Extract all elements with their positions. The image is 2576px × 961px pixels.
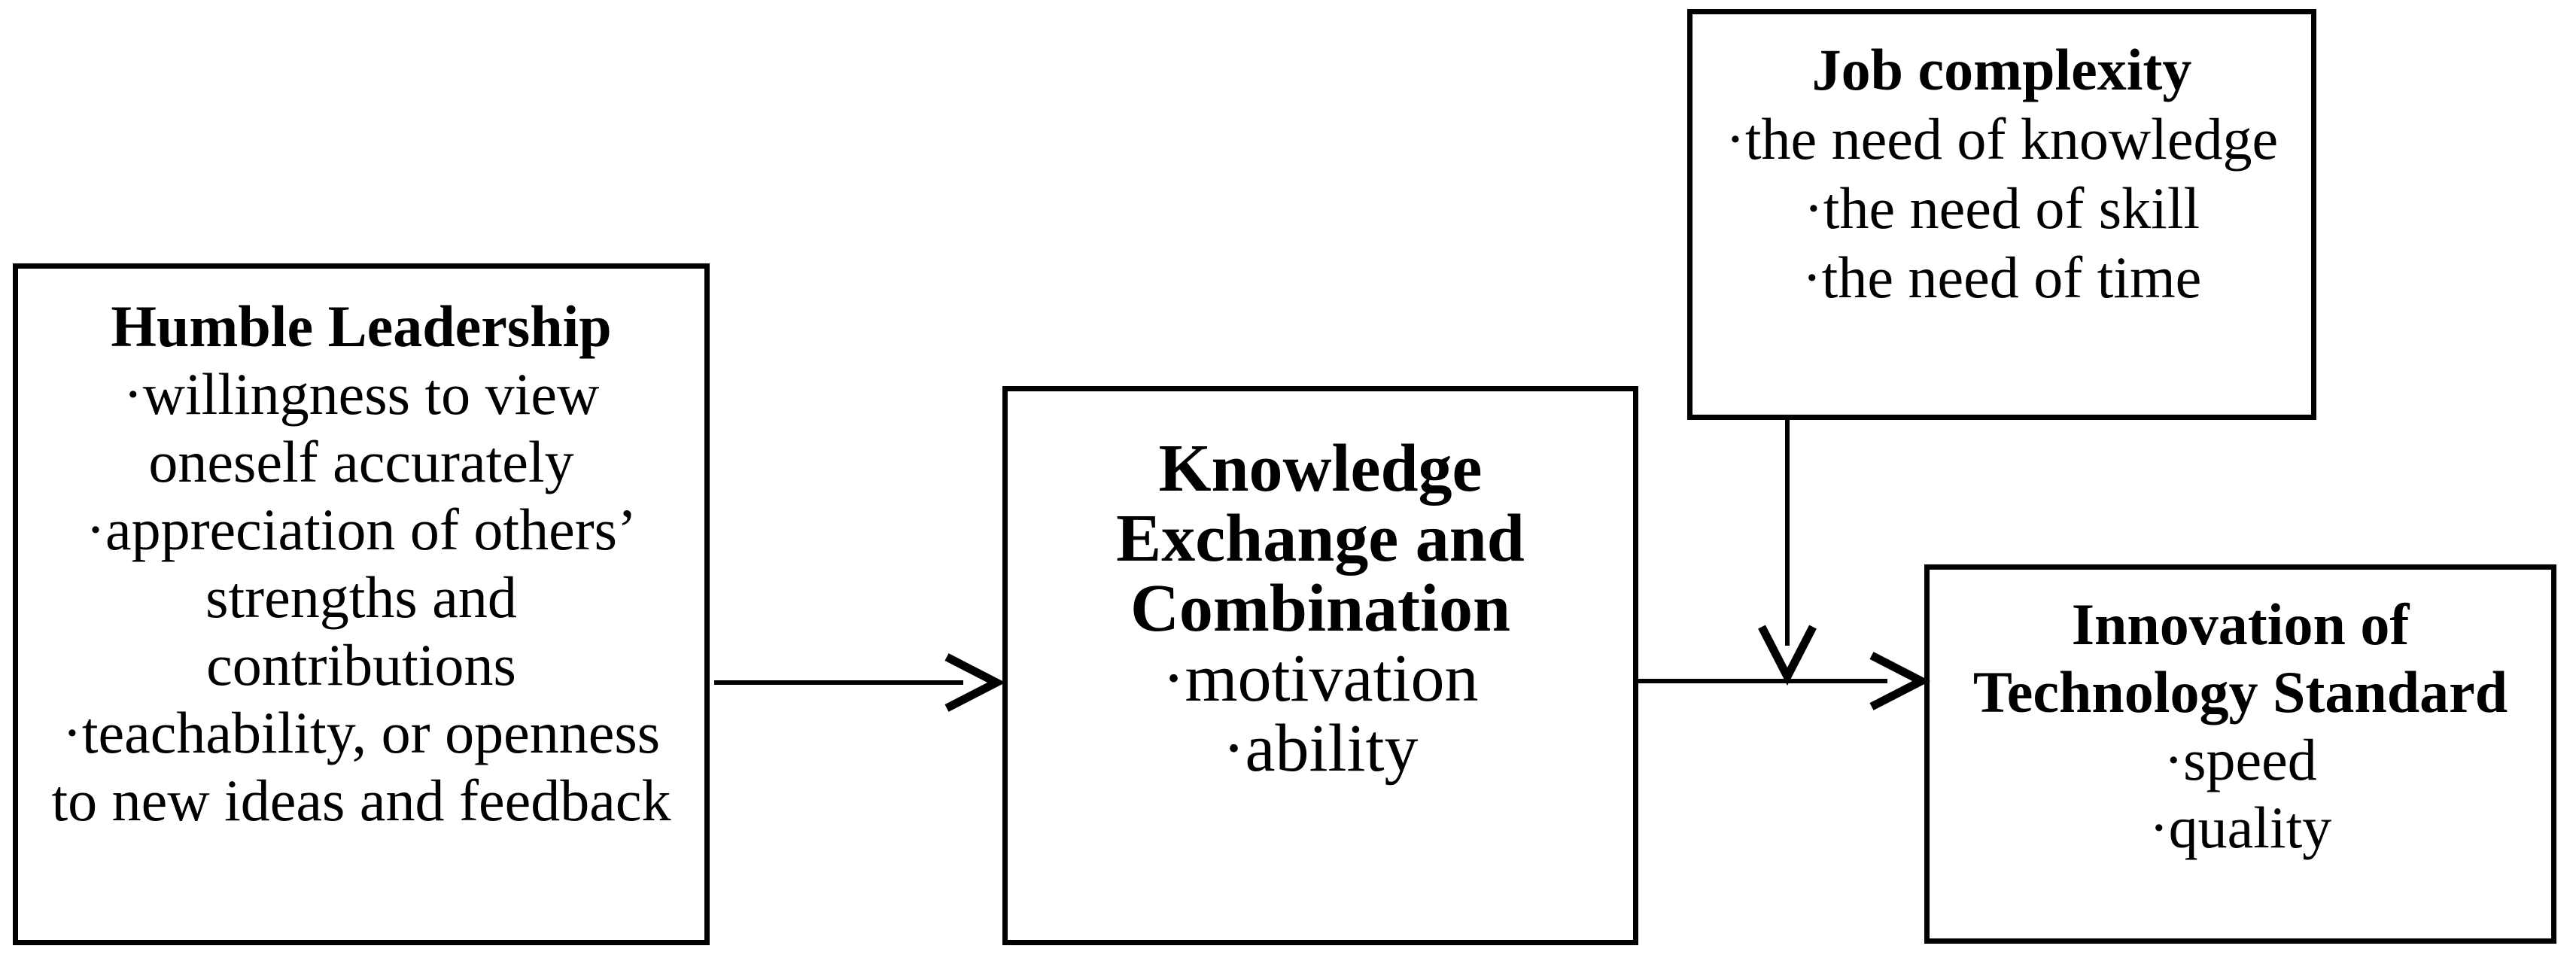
box-line: ·willingness to view [123,361,600,427]
box-line: ·the need of time [1802,245,2202,310]
box-line: ·appreciation of others’ [85,497,637,562]
box-humble-leadership: Humble Leadership ·willingness to view o… [13,263,710,945]
box-innovation-title: Technology Standard [1972,659,2508,725]
box-line: ·teachability, or openness [62,700,661,765]
box-line: ·speed [2164,727,2317,792]
box-humble-leadership-title: Humble Leadership [111,293,612,359]
arrow-knowledge-to-innovation [1635,652,1931,710]
box-line: to new ideas and feedback [51,768,671,833]
box-innovation-title: Innovation of [2071,592,2410,657]
box-line: ·quality [2149,795,2332,860]
box-line: ·the need of skill [1803,175,2200,241]
box-knowledge-title: Knowledge [1158,431,1483,506]
box-knowledge-title: Combination [1130,571,1511,646]
box-job-complexity-title: Job complexity [1811,37,2192,102]
box-innovation-technology-standard: Innovation of Technology Standard ·speed… [1924,564,2556,944]
box-line: ·the need of knowledge [1725,106,2279,172]
box-line: oneself accurately [148,429,574,494]
box-line: strengths and [205,564,517,630]
box-line: ·ability [1222,711,1419,786]
box-knowledge-exchange-combination: Knowledge Exchange and Combination ·moti… [1002,386,1638,945]
box-knowledge-title: Exchange and [1116,501,1525,576]
arrow-job-complexity-moderation [1758,418,1817,686]
box-line: ·motivation [1162,641,1479,716]
box-job-complexity: Job complexity ·the need of knowledge ·t… [1687,9,2316,420]
arrow-humble-to-knowledge [714,653,1006,712]
box-line: contributions [206,632,516,698]
